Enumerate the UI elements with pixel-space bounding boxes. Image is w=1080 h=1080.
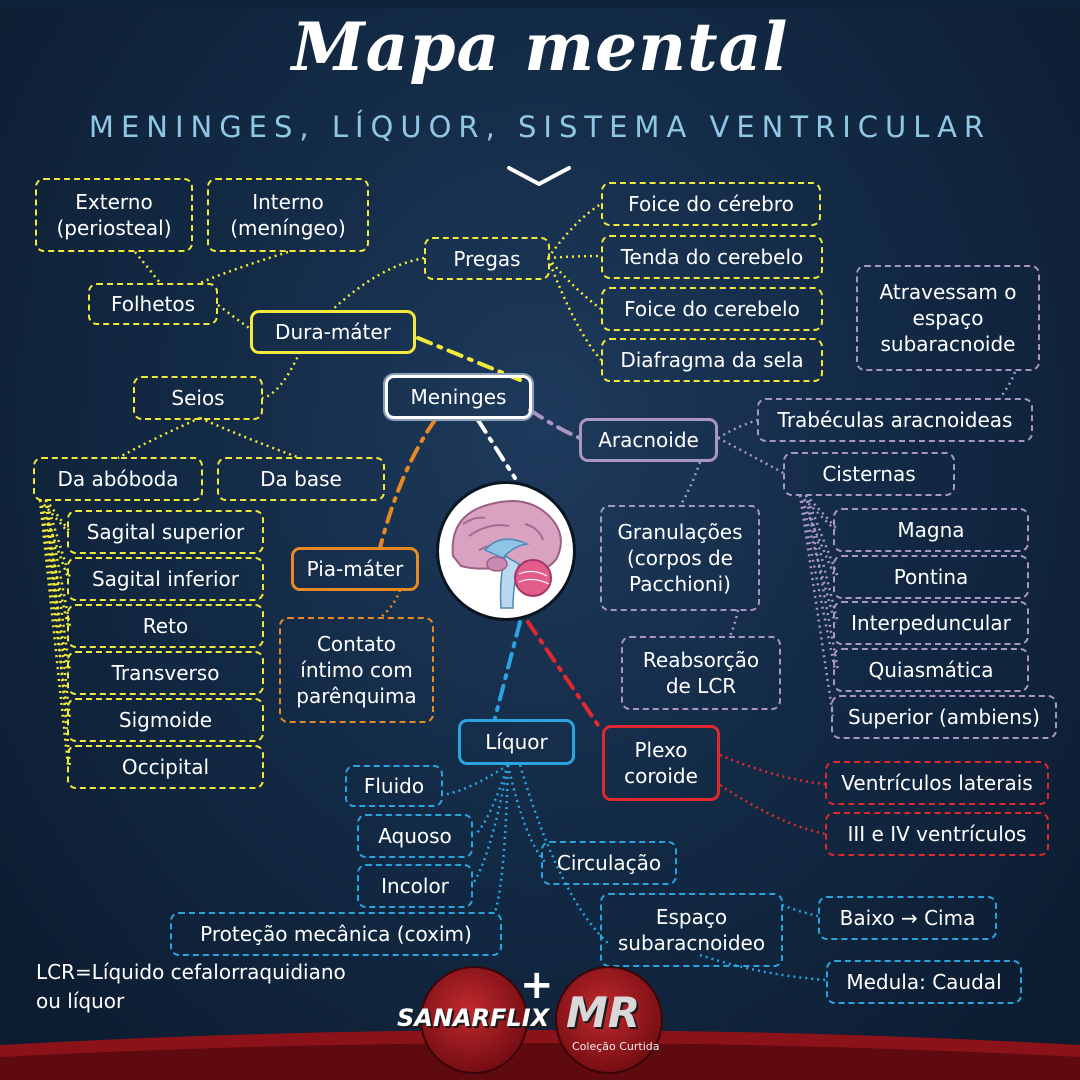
brain-illustration-icon: [436, 481, 576, 621]
mr-logo-subtitle: Coleção Curtida: [572, 1040, 660, 1053]
node-externo: Externo (periosteal): [35, 178, 193, 252]
node-atravessam: Atravessam o espaço subaracnoide: [856, 265, 1040, 371]
page-subtitle: MENINGES, LÍQUOR, SISTEMA VENTRICULAR: [88, 110, 992, 144]
node-folhetos: Folhetos: [88, 283, 218, 325]
node-sagital-inferior: Sagital inferior: [67, 557, 264, 601]
node-aracnoide: Aracnoide: [579, 418, 718, 462]
plus-icon: +: [520, 962, 554, 1008]
node-magna: Magna: [833, 508, 1029, 552]
bottom-band: [0, 1030, 1080, 1080]
node-seios: Seios: [133, 376, 263, 420]
node-reabsorcao: Reabsorção de LCR: [621, 636, 781, 710]
node-superior-ambiens: Superior (ambiens): [831, 695, 1057, 739]
mr-logo: MR: [566, 988, 641, 1037]
node-tenda-cerebelo: Tenda do cerebelo: [601, 235, 823, 279]
node-fluido: Fluido: [345, 765, 443, 807]
link-meninges-aracnoide: [528, 408, 582, 440]
node-ventriculos-laterais: Ventrículos laterais: [825, 761, 1049, 805]
node-baixo-cima: Baixo → Cima: [818, 896, 997, 940]
node-protecao: Proteção mecânica (coxim): [170, 912, 502, 956]
node-espaco-sub: Espaço subaracnoideo: [600, 893, 783, 967]
mr-logo-circle: [555, 966, 663, 1074]
node-aquoso: Aquoso: [357, 814, 473, 858]
node-medula-caudal: Medula: Caudal: [826, 960, 1022, 1004]
node-transverso: Transverso: [67, 651, 264, 695]
node-quiasmatica: Quiasmática: [833, 648, 1029, 692]
node-pia-mater: Pia-máter: [291, 547, 419, 591]
node-sigmoide: Sigmoide: [67, 698, 264, 742]
node-da-aboboda: Da abóboda: [33, 457, 203, 501]
link-meninges-center: [476, 418, 517, 480]
node-trabeculas: Trabéculas aracnoideas: [757, 398, 1033, 442]
node-circulacao: Circulação: [541, 841, 677, 885]
chevron-down-icon: [507, 166, 571, 186]
link-center-plexo: [526, 620, 602, 730]
node-foice-cerebelo: Foice do cerebelo: [601, 287, 823, 331]
footnote: LCR=Líquido cefalorraquidiano ou líquor: [36, 960, 346, 1013]
node-cisternas: Cisternas: [783, 452, 955, 496]
node-pregas: Pregas: [424, 237, 550, 280]
sanarflix-logo: SANARFLIX: [397, 1004, 550, 1032]
link-center-liquor: [493, 620, 522, 720]
top-bar: [0, 0, 1080, 8]
node-liquor: Líquor: [458, 719, 575, 765]
node-interpeduncular: Interpeduncular: [833, 601, 1029, 645]
sanarflix-logo-circle: [420, 966, 528, 1074]
node-meninges: Meninges: [385, 375, 532, 419]
page-title: Mapa mental: [291, 8, 789, 86]
node-iii-iv-ventriculos: III e IV ventrículos: [825, 812, 1049, 856]
node-plexo-coroide: Plexo coroide: [602, 725, 720, 801]
node-incolor: Incolor: [357, 864, 473, 908]
node-da-base: Da base: [217, 457, 385, 501]
node-occipital: Occipital: [67, 745, 264, 789]
node-diafragma-sela: Diafragma da sela: [601, 338, 823, 382]
node-dura-mater: Dura-máter: [250, 310, 416, 354]
node-foice-cerebro: Foice do cérebro: [601, 182, 821, 226]
node-granulacoes: Granulações (corpos de Pacchioni): [600, 505, 760, 611]
node-interno: Interno (meníngeo): [207, 178, 369, 252]
link-meninges-dura: [416, 336, 522, 382]
link-meninges-pia: [378, 418, 437, 550]
node-sagital-superior: Sagital superior: [67, 510, 264, 554]
node-reto: Reto: [67, 604, 264, 648]
node-pontina: Pontina: [833, 555, 1029, 599]
node-contato: Contato íntimo com parênquima: [279, 617, 434, 723]
